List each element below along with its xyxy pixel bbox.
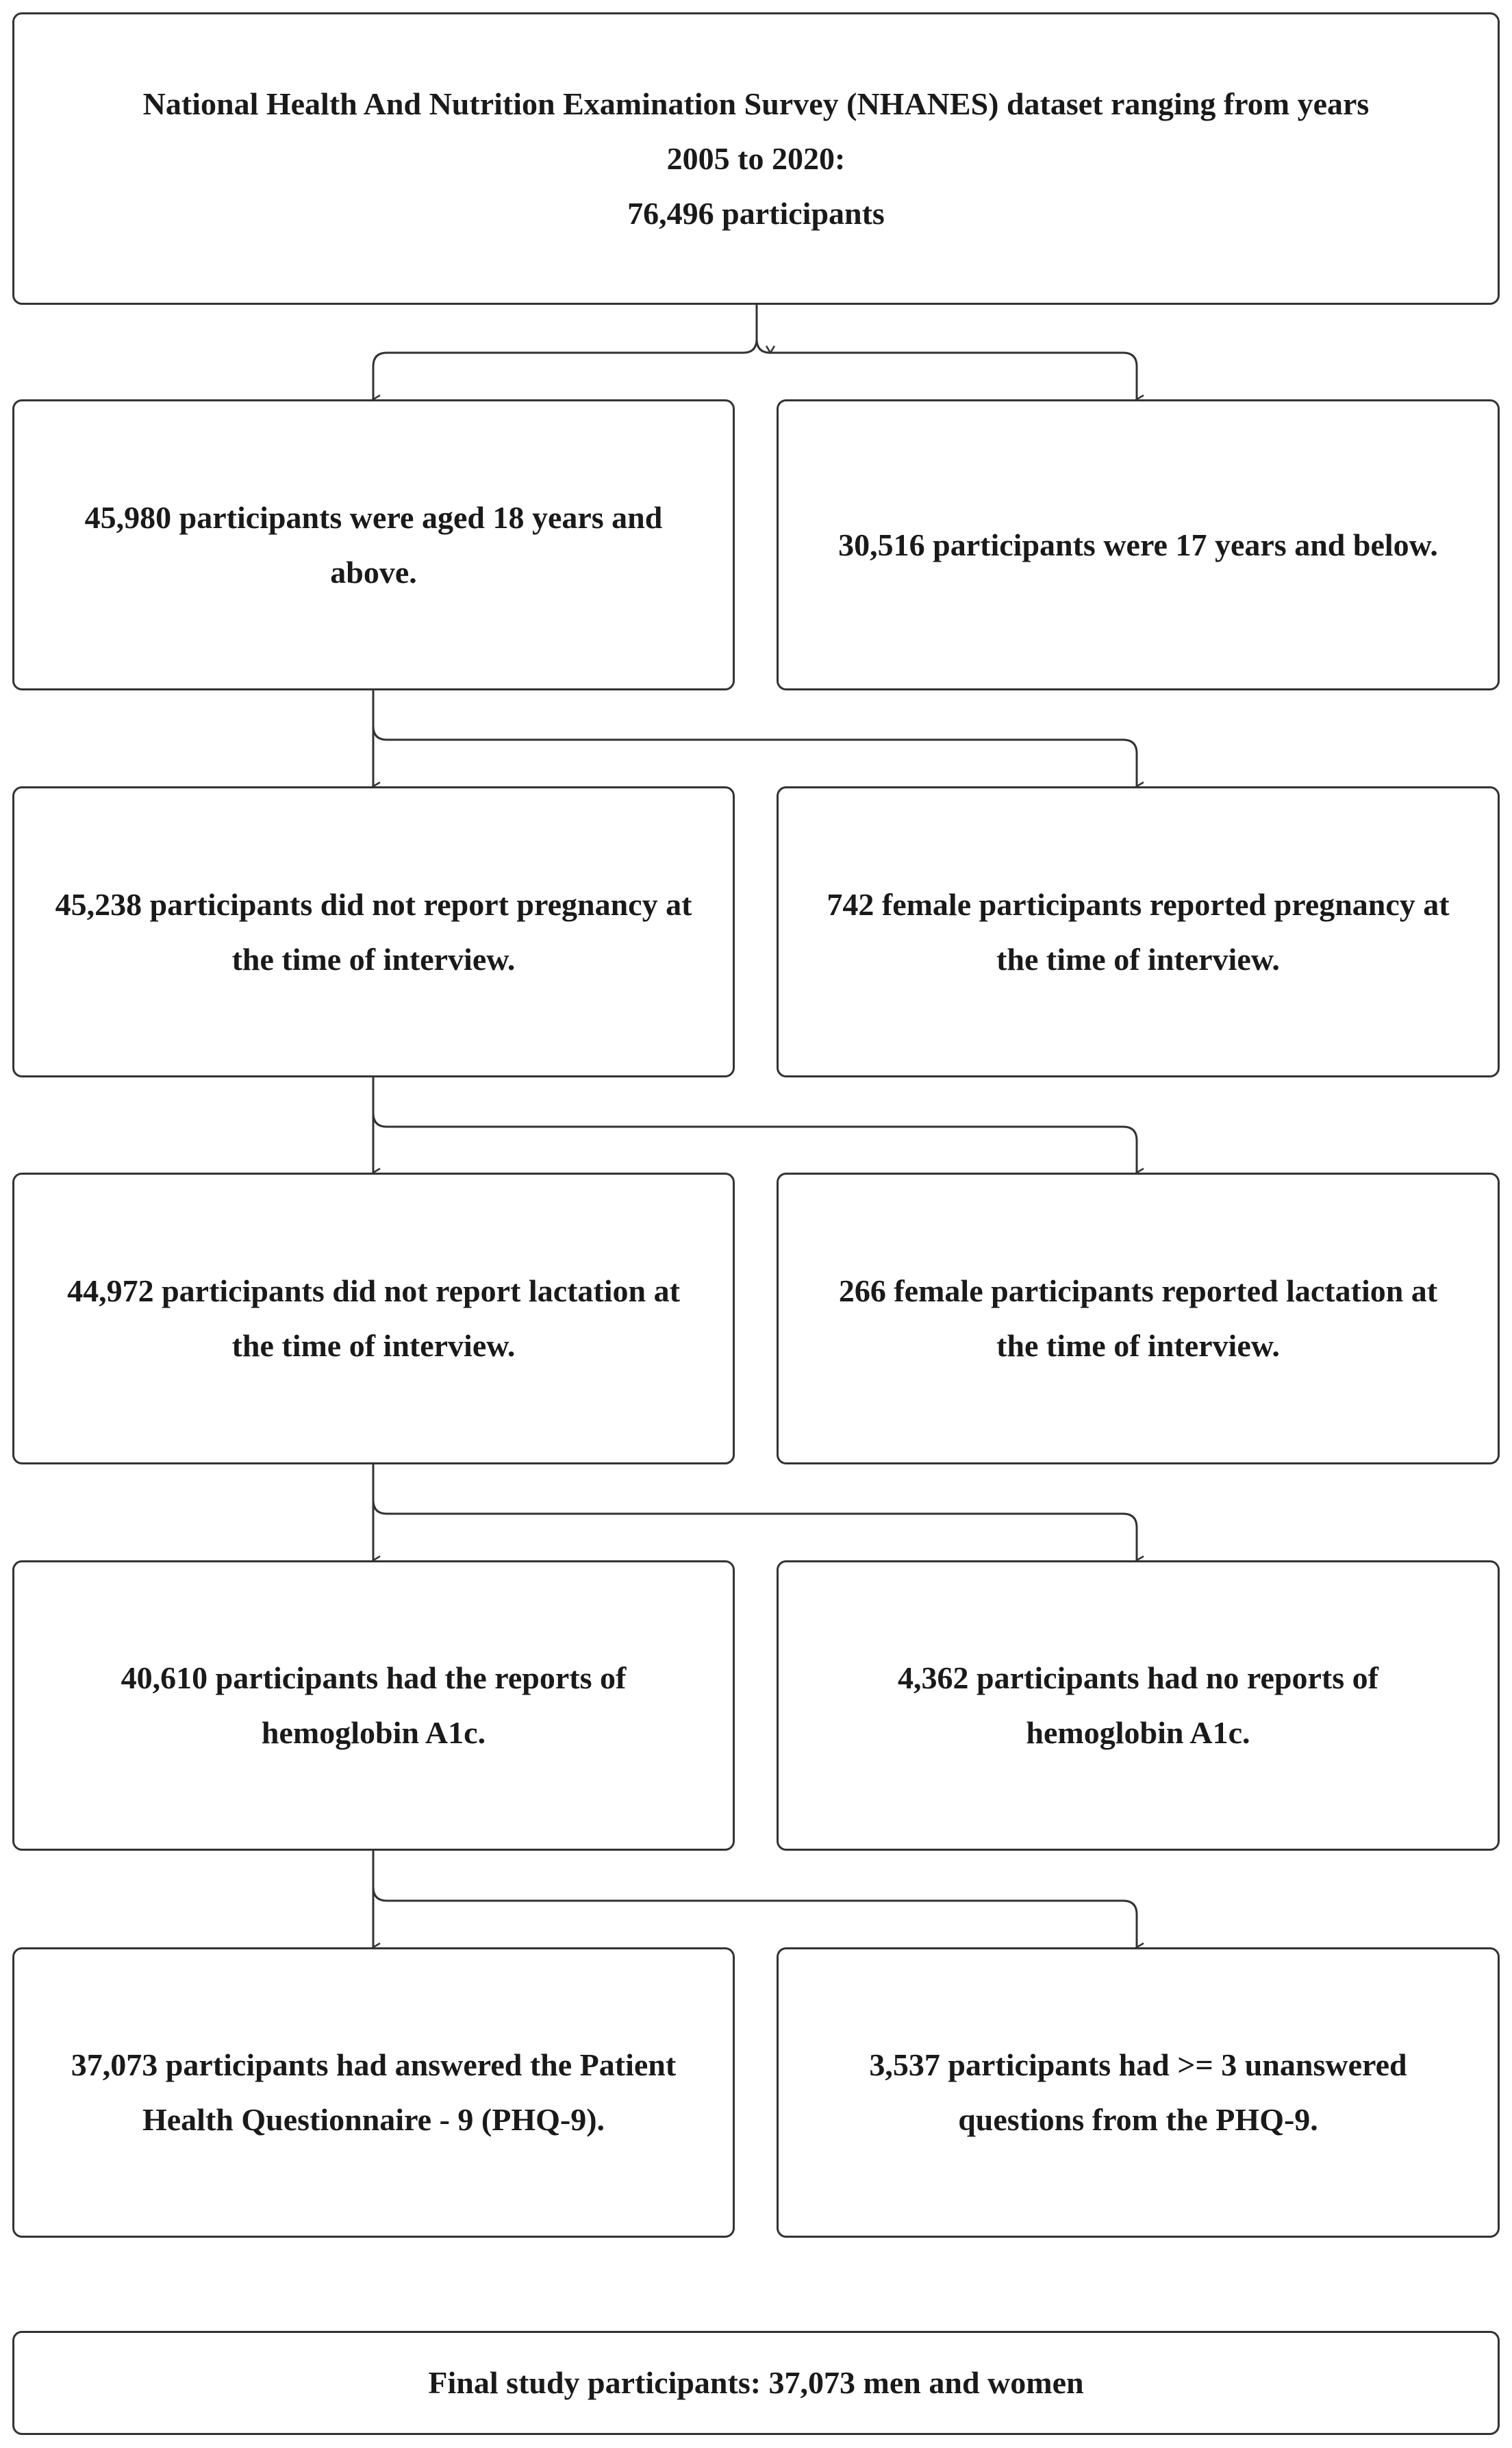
box-final-study-participants: Final study participants: 37,073 men and… xyxy=(12,2331,1500,2435)
box-text-line: questions from the PHQ-9. xyxy=(958,2102,1318,2137)
box-nhanes-dataset: National Health And Nutrition Examinatio… xyxy=(12,12,1500,305)
connector-top xyxy=(372,305,1138,399)
box-text-line: 37,073 participants had answered the Pat… xyxy=(71,2047,677,2082)
box-text-line: 44,972 participants did not report lacta… xyxy=(67,1273,680,1308)
box-text-line: National Health And Nutrition Examinatio… xyxy=(142,86,1370,121)
connector-step-4 xyxy=(372,1851,1138,1947)
box-text-line: the time of interview. xyxy=(996,941,1280,977)
box-text-line: the time of interview. xyxy=(231,1328,516,1363)
box-text-line: the time of interview. xyxy=(996,1328,1280,1363)
box-text-line: 40,610 participants had the reports of xyxy=(121,1660,627,1695)
box-reported-lactation: 266 female participants reported lactati… xyxy=(777,1173,1500,1464)
box-text-line: hemoglobin A1c. xyxy=(261,1715,486,1750)
box-text-line: 3,537 participants had >= 3 unanswered xyxy=(869,2047,1407,2082)
box-no-pregnancy: 45,238 participants did not report pregn… xyxy=(12,786,735,1077)
box-reported-pregnancy: 742 female participants reported pregnan… xyxy=(777,786,1500,1077)
box-text-line: 4,362 participants had no reports of xyxy=(898,1660,1378,1695)
box-text-line: Health Questionnaire - 9 (PHQ-9). xyxy=(142,2102,605,2137)
box-text-line: 45,980 participants were aged 18 years a… xyxy=(84,499,663,535)
box-text-line: 76,496 participants xyxy=(627,195,885,231)
box-text-line: 2005 to 2020: xyxy=(666,140,846,176)
connector-step-3 xyxy=(372,1464,1138,1560)
box-text-line: 266 female participants reported lactati… xyxy=(838,1273,1438,1308)
box-text-line: 30,516 participants were 17 years and be… xyxy=(838,527,1438,562)
box-answered-phq9: 37,073 participants had answered the Pat… xyxy=(12,1947,735,2238)
box-text-line: Final study participants: 37,073 men and… xyxy=(428,2365,1084,2400)
box-aged-17-and-below: 30,516 participants were 17 years and be… xyxy=(777,399,1500,690)
box-aged-18-and-above: 45,980 participants were aged 18 years a… xyxy=(12,399,735,690)
box-text-line: above. xyxy=(330,554,417,590)
box-unanswered-phq9: 3,537 participants had >= 3 unanswered q… xyxy=(777,1947,1500,2238)
box-no-hba1c: 4,362 participants had no reports of hem… xyxy=(777,1560,1500,1851)
box-text-line: the time of interview. xyxy=(231,941,516,977)
box-no-lactation: 44,972 participants did not report lacta… xyxy=(12,1173,735,1464)
connector-step-2 xyxy=(372,1077,1138,1173)
box-has-hba1c: 40,610 participants had the reports of h… xyxy=(12,1560,735,1851)
box-text-line: hemoglobin A1c. xyxy=(1026,1715,1250,1750)
box-text-line: 742 female participants reported pregnan… xyxy=(827,886,1450,922)
box-text-line: 45,238 participants did not report pregn… xyxy=(55,886,692,922)
connector-step-1 xyxy=(372,690,1138,786)
